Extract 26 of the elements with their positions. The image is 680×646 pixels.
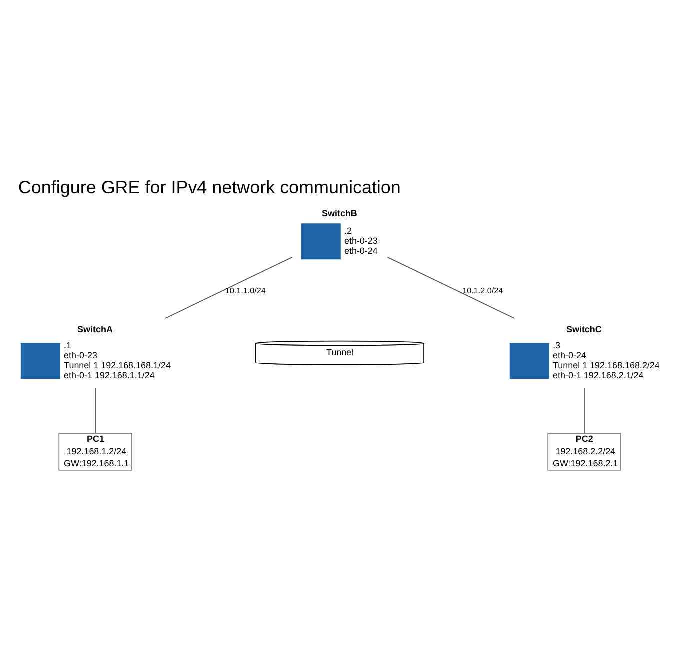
node-label: eth-0-1 192.168.1.1/24 [64,370,155,380]
node-label: Tunnel 1 192.168.168.2/24 [553,360,660,370]
node-box [301,224,341,260]
edge-label: 10.1.2.0/24 [462,286,504,296]
node-box: PC2 192.168.2.2/24 GW:192.168.2.1 [548,433,622,471]
node-label: .3 [553,340,560,351]
connector [387,257,515,319]
node-label: eth-0-1 192.168.2.1/24 [553,370,644,380]
edge-label: 10.1.1.0/24 [225,286,266,296]
node-label: eth-0-24 [344,246,378,256]
node-box [20,343,60,380]
node-label: SwitchC [566,324,602,334]
node-label: eth-0-23 [64,350,98,361]
node-label: eth-0-23 [344,236,378,246]
node-label: eth-0-24 [553,350,586,361]
node-label: SwitchB [322,208,358,218]
node-label: .2 [344,226,352,236]
node-label: SwitchA [78,324,113,334]
connector [165,257,293,319]
diagram-title: Configure GRE for IPv4 network communication [18,178,401,198]
node-label: Tunnel 1 192.168.168.1/24 [64,360,171,370]
connector [95,388,96,434]
connector [584,388,585,434]
node-box: PC1 192.168.1.2/24 GW:192.168.1.1 [58,433,132,471]
node-label: .1 [64,340,72,351]
node-box [510,343,550,380]
